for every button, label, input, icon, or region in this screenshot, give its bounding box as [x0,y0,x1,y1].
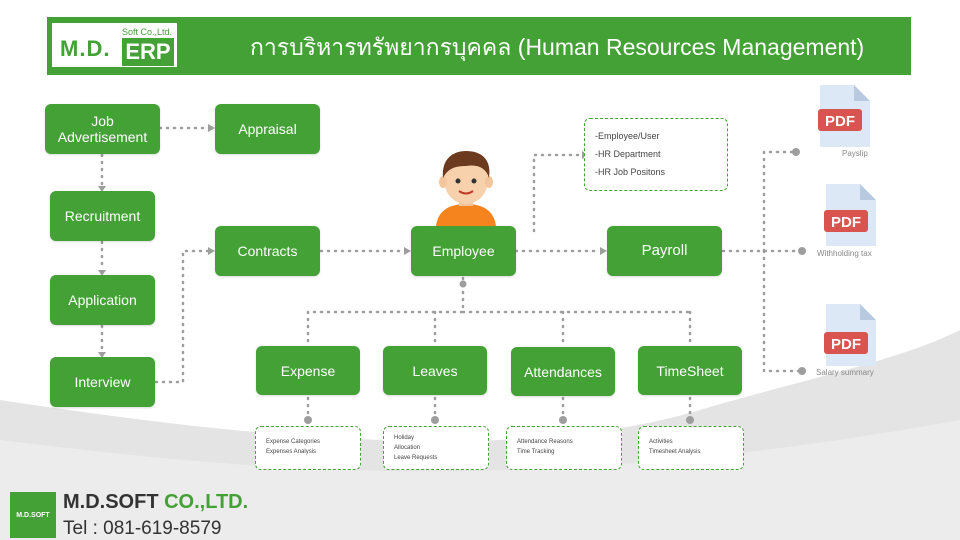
node-attendances: Attendances [511,347,615,396]
attendances-items-box: Attendance Reasons Time Tracking [506,426,622,470]
logo-erp-text: ERP [122,38,174,66]
employee-avatar-icon [436,151,496,226]
footer-company-name: M.D.SOFT CO.,LTD. [63,491,248,514]
output-salary-summary: Salary summary [816,368,874,377]
node-job-advertisement: Job Advertisement [45,104,160,154]
timesheet-item: Activities [649,439,673,445]
output-withholding-tax: Withholding tax [817,249,872,258]
node-expense: Expense [256,346,360,395]
leaves-items-box: Holiday Allocation Leave Requests [383,426,489,470]
md-erp-logo: M.D. Soft Co.,Ltd. ERP [50,21,179,69]
footer-company-green: CO.,LTD. [164,491,249,513]
attendances-item: Time Tracking [517,449,555,455]
footer-company-dark: M.D.SOFT [63,491,159,513]
logo-md-text: M.D. [60,36,111,61]
footer-telephone: Tel : 081-619-8579 [63,518,222,539]
timesheet-items-box: Activities Timesheet Analysis [638,426,744,470]
employee-info-item: -HR Department [595,149,661,159]
pdf-icon-text: PDF [831,214,861,231]
logo-soft-text: Soft Co.,Ltd. [122,27,173,37]
employee-info-item: -Employee/User [595,131,660,141]
node-leaves: Leaves [383,346,487,395]
node-recruitment: Recruitment [50,191,155,241]
output-payslip: Payslip [842,149,868,158]
leaves-item: Leave Requests [394,455,438,461]
node-timesheet: TimeSheet [638,346,742,395]
node-payroll: Payroll [607,226,722,276]
pdf-icon-text: PDF [831,336,861,353]
pdf-icon: PDF [824,304,876,366]
md-soft-footer-logo: M.D.SOFT [10,492,56,538]
leaves-item: Holiday [394,435,415,441]
node-contracts: Contracts [215,226,320,276]
node-employee: Employee [411,226,516,276]
page-title: การบริหารทรัพยากรบุคคล (Human Resources … [250,34,865,60]
node-interview: Interview [50,357,155,407]
pdf-icon-text: PDF [825,113,855,130]
pdf-icon: PDF [824,184,876,246]
pdf-icon: PDF [818,85,870,147]
header-banner: M.D. Soft Co.,Ltd. ERP การบริหารทรัพยากร… [47,17,911,75]
node-appraisal: Appraisal [215,104,320,154]
leaves-item: Allocation [394,445,421,451]
expense-item: Expense Categories [266,439,321,445]
node-application: Application [50,275,155,325]
expense-items-box: Expense Categories Expenses Analysis [255,426,361,470]
timesheet-item: Timesheet Analysis [649,449,701,455]
attendances-item: Attendance Reasons [517,439,573,445]
employee-info-box: -Employee/User -HR Department -HR Job Po… [584,118,728,191]
employee-info-item: -HR Job Positons [595,167,666,177]
expense-item: Expenses Analysis [266,449,317,455]
